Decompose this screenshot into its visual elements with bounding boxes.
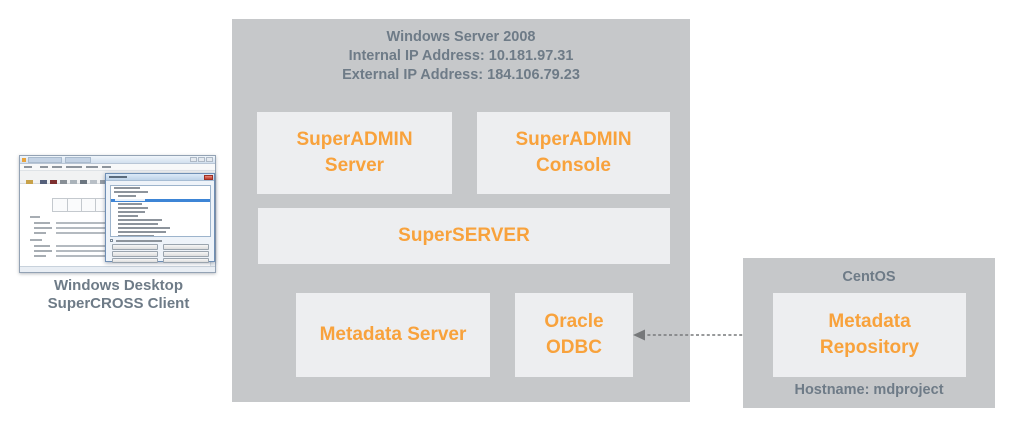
toolbar-icon (80, 180, 88, 187)
internal-ip-label: Internal IP Address: 10.181.97.31 (348, 48, 574, 64)
superadmin-server-box: SuperADMIN Server (257, 112, 452, 194)
toolbar-icon (90, 180, 98, 187)
dialog-button (112, 244, 158, 250)
supercross-app-icon (22, 158, 26, 162)
superserver-box: SuperSERVER (258, 208, 670, 264)
dialog-close-icon (204, 175, 213, 180)
centos-hostname: Hostname: mdproject (794, 382, 944, 398)
windows-server-header: Windows Server 2008 Internal IP Address:… (232, 28, 690, 85)
dialog-button (112, 251, 158, 257)
external-ip-label: External IP Address: 184.106.79.23 (342, 67, 580, 83)
metadata-repository-label: Metadata Repository (819, 311, 920, 358)
mini-document-tab (65, 157, 91, 163)
list-item (114, 235, 210, 236)
list-item (114, 211, 210, 214)
list-item (114, 203, 210, 206)
centos-title: CentOS (842, 269, 896, 285)
list-item-selected (111, 199, 210, 202)
menu-item-placeholder (52, 166, 63, 168)
mini-window-titlebar (20, 156, 215, 164)
mini-dialog-titlebar (106, 174, 214, 181)
list-item (114, 219, 210, 222)
mini-statusbar (20, 266, 215, 272)
client-caption-line1: Windows Desktop (53, 277, 184, 294)
client-caption-line2: SuperCROSS Client (47, 295, 190, 312)
list-item (114, 223, 210, 226)
metadata-server-label: Metadata Server (319, 324, 467, 345)
dialog-button (163, 258, 209, 263)
dialog-button (163, 244, 209, 250)
mini-title-tab (28, 157, 62, 163)
list-item (114, 207, 210, 210)
menu-item-placeholder (86, 166, 99, 168)
list-item (114, 195, 210, 198)
dialog-button (163, 251, 209, 257)
dialog-button (112, 258, 158, 263)
superadmin-console-label: SuperADMIN Console (515, 129, 632, 176)
oracle-odbc-label: Oracle ODBC (544, 311, 604, 358)
menu-item-placeholder (40, 166, 49, 168)
centos-group: CentOS Metadata Repository Hostname: mdp… (743, 258, 995, 408)
close-icon (206, 157, 213, 162)
superadmin-console-box: SuperADMIN Console (477, 112, 670, 194)
maximize-icon (198, 157, 205, 162)
list-item (114, 231, 210, 234)
metadata-server-box: Metadata Server (296, 293, 490, 377)
toolbar-icon (40, 180, 48, 187)
mini-fields-dialog (105, 173, 215, 263)
menu-item-placeholder (24, 166, 32, 168)
mini-dialog-title (109, 176, 127, 178)
toolbar-icon (50, 180, 58, 187)
menu-item-placeholder (66, 166, 83, 168)
supercross-client-screenshot (19, 155, 216, 273)
metadata-repository-box: Metadata Repository (773, 293, 966, 377)
toolbar-icon (70, 180, 78, 187)
mini-menubar (20, 164, 215, 171)
toolbar-icon (60, 180, 68, 187)
mini-dialog-buttons (110, 244, 211, 263)
windows-server-title: Windows Server 2008 (386, 29, 536, 45)
toolbar-icon (26, 180, 33, 187)
superserver-label: SuperSERVER (398, 225, 530, 246)
toolbar-icon (100, 180, 108, 187)
mini-dialog-list (110, 185, 211, 237)
minimize-icon (190, 157, 197, 162)
windows-server-group: Windows Server 2008 Internal IP Address:… (232, 19, 690, 402)
list-item (114, 227, 210, 230)
menu-item-placeholder (102, 166, 112, 168)
superadmin-server-label: SuperADMIN Server (296, 129, 413, 176)
list-item (114, 187, 210, 190)
list-item (114, 215, 210, 218)
list-item (114, 191, 210, 194)
oracle-odbc-box: Oracle ODBC (515, 293, 633, 377)
client-caption: Windows Desktop SuperCROSS Client (6, 277, 231, 313)
